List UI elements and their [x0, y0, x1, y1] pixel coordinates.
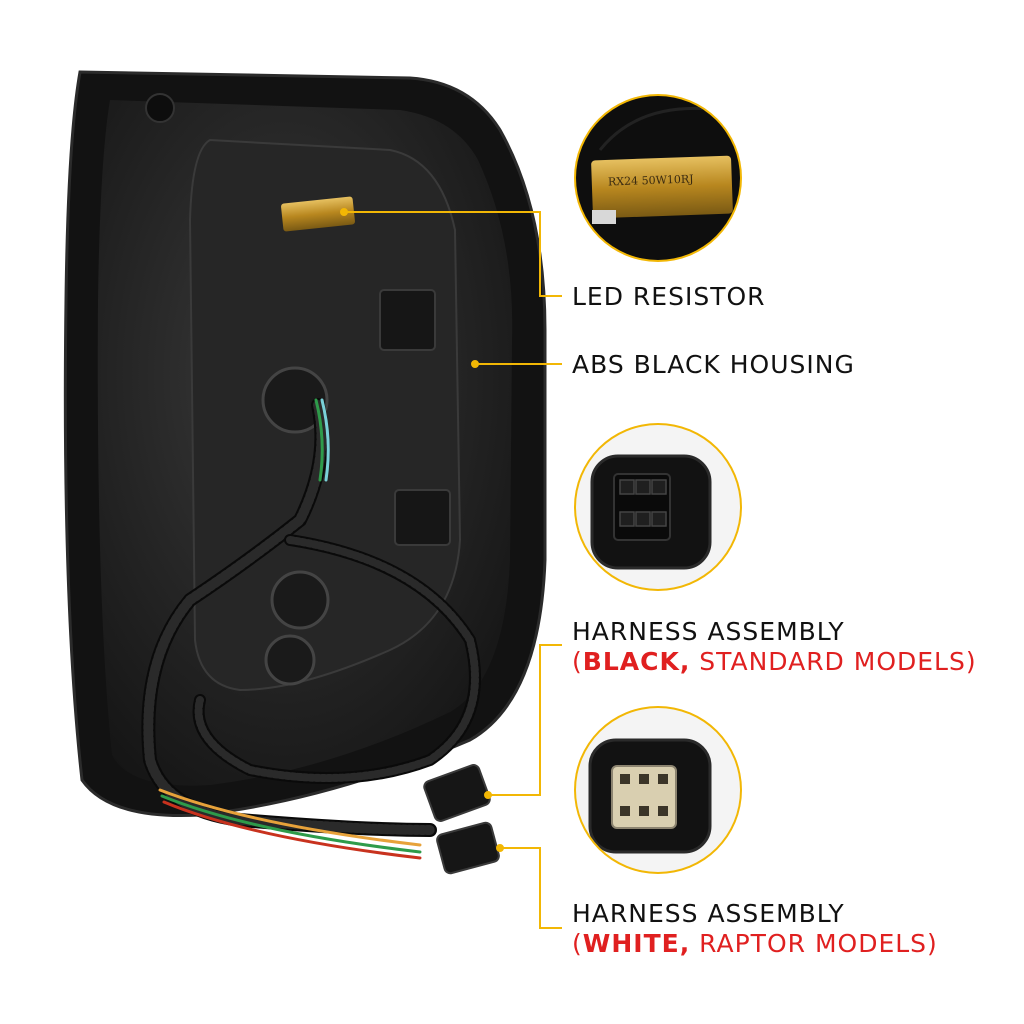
socket-3: [264, 634, 316, 686]
mount-tab-bottom: [394, 489, 451, 546]
resistor-detail-icon: [574, 94, 742, 262]
resistor-on-housing: [281, 196, 355, 232]
black-connector-detail-icon: [574, 423, 742, 591]
harness-white-label: HARNESS ASSEMBLY (WHITE, RAPTOR MODELS): [572, 899, 938, 959]
led-resistor-label: LED RESISTOR: [572, 282, 766, 311]
harness-white-rest: RAPTOR MODELS): [690, 929, 938, 958]
socket-1: [261, 366, 329, 434]
harness-white-emph: WHITE,: [582, 929, 691, 958]
harness-white-title: HARNESS ASSEMBLY: [572, 899, 845, 928]
harness-black-open: (: [572, 647, 583, 676]
white-connector-detail-icon: [574, 706, 742, 874]
harness-black-emph: BLACK,: [582, 647, 691, 676]
mount-stud: [145, 93, 175, 123]
socket-2: [270, 570, 330, 630]
harness-black-rest: STANDARD MODELS): [690, 647, 977, 676]
harness-black-label: HARNESS ASSEMBLY (BLACK, STANDARD MODELS…: [572, 617, 977, 677]
harness-black-models: (BLACK, STANDARD MODELS): [572, 647, 977, 677]
abs-housing-label: ABS BLACK HOUSING: [572, 350, 855, 379]
harness-white-models: (WHITE, RAPTOR MODELS): [572, 929, 938, 959]
harness-wires: [141, 398, 481, 860]
black-connector-small: [423, 764, 491, 822]
white-connector-small: [436, 821, 500, 875]
mount-tab-top: [379, 289, 436, 351]
harness-black-title: HARNESS ASSEMBLY: [572, 617, 845, 646]
harness-white-open: (: [572, 929, 583, 958]
callout-lines: [340, 208, 562, 929]
